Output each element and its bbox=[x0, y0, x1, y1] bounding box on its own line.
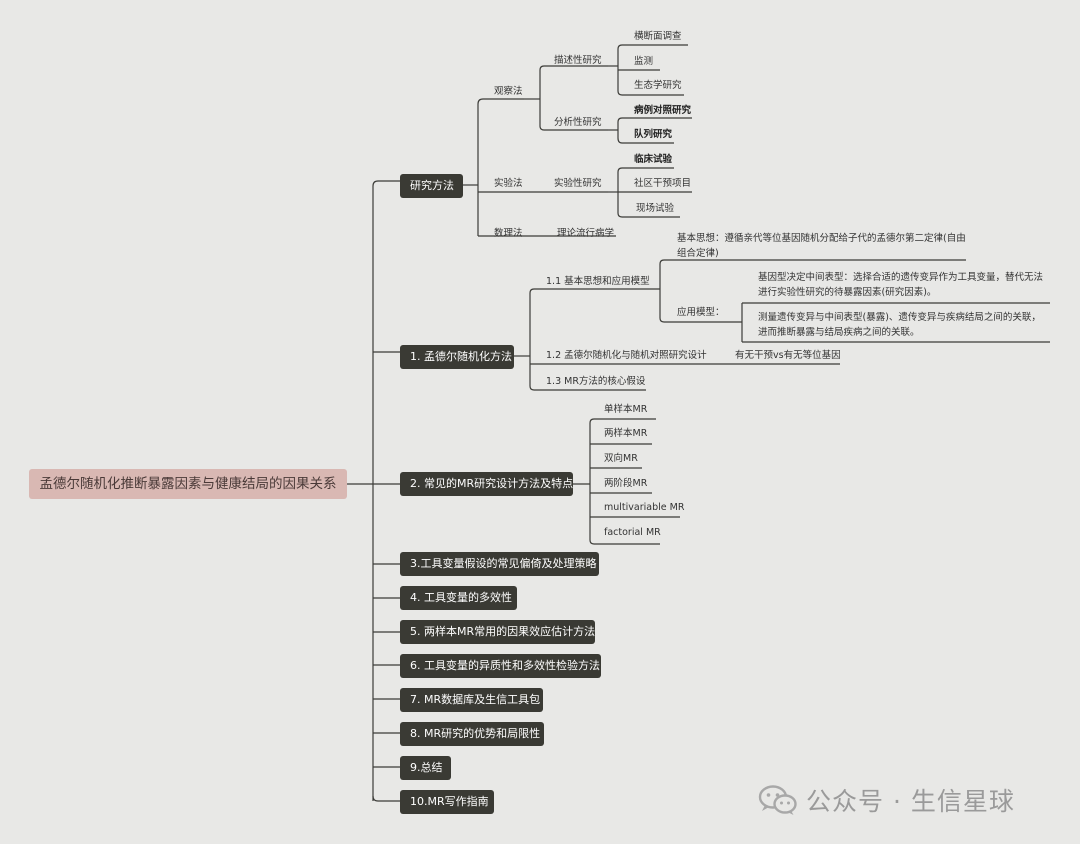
node-theoretical[interactable]: 理论流行病学 bbox=[557, 228, 615, 239]
branch-causal-estimation[interactable]: 5. 两样本MR常用的因果效应估计方法 bbox=[400, 620, 595, 644]
node-community-trial[interactable]: 社区干预项目 bbox=[634, 178, 692, 189]
node-model-genotype[interactable]: 基因型决定中间表型：选择合适的遗传变异作为工具变量，替代无法进行实验性研究的待暴… bbox=[758, 272, 1044, 298]
branch-mr-databases[interactable]: 7. MR数据库及生信工具包 bbox=[400, 688, 543, 712]
node-basic-idea-and-model[interactable]: 1.1 基本思想和应用模型 bbox=[546, 276, 650, 287]
node-experimental[interactable]: 实验法 bbox=[494, 178, 523, 189]
node-experimental-study[interactable]: 实验性研究 bbox=[554, 178, 602, 189]
watermark-text: 公众号 · 生信星球 bbox=[806, 787, 1015, 816]
branch-iv-bias[interactable]: 3.工具变量假设的常见偏倚及处理策略 bbox=[400, 552, 599, 576]
node-analytical[interactable]: 分析性研究 bbox=[554, 117, 602, 128]
node-design-factorial[interactable]: factorial MR bbox=[604, 527, 661, 538]
node-clinical-trial[interactable]: 临床试验 bbox=[634, 154, 673, 165]
node-observational[interactable]: 观察法 bbox=[494, 86, 523, 97]
wechat-icon bbox=[758, 785, 797, 815]
node-basic-idea[interactable]: 基本思想：遵循亲代等位基因随机分配给子代的孟德尔第二定律(自由组合定律) bbox=[677, 233, 966, 259]
branch-mr-study-designs[interactable]: 2. 常见的MR研究设计方法及特点 bbox=[400, 472, 573, 496]
branch-research-methods[interactable]: 研究方法 bbox=[400, 174, 463, 198]
root-topic[interactable]: 孟德尔随机化推断暴露因素与健康结局的因果关系 bbox=[29, 469, 347, 499]
node-cross-sectional[interactable]: 横断面调查 bbox=[634, 31, 682, 42]
node-design-two-step[interactable]: 两阶段MR bbox=[604, 478, 648, 489]
node-mr-vs-rct-note[interactable]: 有无干预vs有无等位基因 bbox=[735, 350, 841, 361]
node-design-one-sample[interactable]: 单样本MR bbox=[604, 404, 648, 415]
branch-writing-guide[interactable]: 10.MR写作指南 bbox=[400, 790, 494, 814]
node-ecological[interactable]: 生态学研究 bbox=[634, 80, 682, 91]
node-mr-vs-rct[interactable]: 1.2 孟德尔随机化与随机对照研究设计 bbox=[546, 350, 707, 361]
node-mathematical[interactable]: 数理法 bbox=[494, 228, 523, 239]
node-design-two-sample[interactable]: 两样本MR bbox=[604, 428, 648, 439]
node-model-association[interactable]: 测量遗传变异与中间表型(暴露)、遗传变异与疾病结局之间的关联，进而推断暴露与结局… bbox=[758, 312, 1041, 338]
node-surveillance[interactable]: 监测 bbox=[634, 56, 654, 67]
branch-iv-pleiotropy[interactable]: 4. 工具变量的多效性 bbox=[400, 586, 517, 610]
node-case-control[interactable]: 病例对照研究 bbox=[634, 105, 692, 116]
branch-heterogeneity-tests[interactable]: 6. 工具变量的异质性和多效性检验方法 bbox=[400, 654, 601, 678]
branch-mendelian-randomization[interactable]: 1. 孟德尔随机化方法 bbox=[400, 345, 514, 369]
branch-mr-pros-cons[interactable]: 8. MR研究的优势和局限性 bbox=[400, 722, 544, 746]
node-cohort[interactable]: 队列研究 bbox=[634, 129, 673, 140]
node-design-multivariable[interactable]: multivariable MR bbox=[604, 502, 685, 513]
node-core-assumptions[interactable]: 1.3 MR方法的核心假设 bbox=[546, 376, 646, 387]
node-design-bidirectional[interactable]: 双向MR bbox=[604, 453, 638, 464]
node-field-trial[interactable]: 现场试验 bbox=[636, 203, 675, 214]
node-descriptive[interactable]: 描述性研究 bbox=[554, 55, 602, 66]
node-application-model[interactable]: 应用模型： bbox=[677, 307, 725, 318]
branch-summary[interactable]: 9.总结 bbox=[400, 756, 451, 780]
watermark: 公众号 · 生信星球 bbox=[758, 782, 1015, 818]
